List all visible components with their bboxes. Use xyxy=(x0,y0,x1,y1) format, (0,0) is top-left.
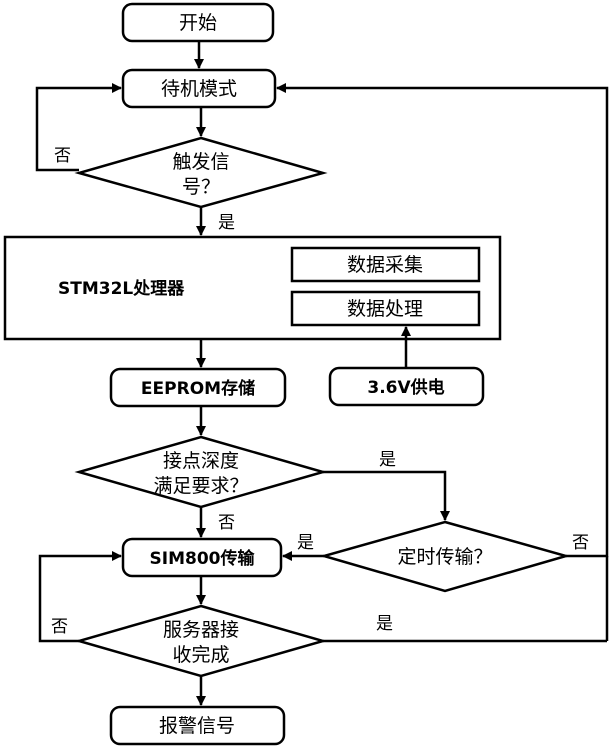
data-process-box xyxy=(290,290,481,327)
server-label-line2: 收完成 xyxy=(172,644,229,666)
trigger-label-line2: 号？ xyxy=(182,176,220,198)
processor-label: STM32L处理器 xyxy=(58,278,185,299)
depth-label-line1: 接点深度 xyxy=(163,450,239,472)
depth-label-line2: 满足要求？ xyxy=(153,475,248,497)
data-collect-box xyxy=(290,246,481,283)
alarm-label: 报警信号 xyxy=(159,715,235,737)
timed-transfer-label: 定时传输？ xyxy=(397,546,492,568)
label-server-no: 否 xyxy=(51,617,68,637)
label-server-yes: 是 xyxy=(376,614,393,634)
data-collect-label: 数据采集 xyxy=(347,254,423,276)
connector-timed-no-standby xyxy=(276,83,609,558)
label-trigger-no: 否 xyxy=(54,146,71,166)
timed-transfer-decision xyxy=(319,520,571,593)
eeprom-node xyxy=(109,367,287,408)
server-label-line1: 服务器接 xyxy=(163,619,239,641)
standby-node xyxy=(121,68,277,109)
connector-trigger-no-loop xyxy=(35,83,122,172)
sim800-label: SIM800传输 xyxy=(150,548,256,569)
alarm-node xyxy=(109,705,286,746)
label-timed-no: 否 xyxy=(572,533,589,553)
data-process-label: 数据处理 xyxy=(347,298,423,320)
connector-depth-yes-timed xyxy=(323,470,450,521)
label-depth-no: 否 xyxy=(218,513,235,533)
connector-server-no-loop xyxy=(38,551,122,643)
label-depth-yes: 是 xyxy=(379,450,396,470)
standby-label: 待机模式 xyxy=(161,78,237,100)
power-label: 3.6V供电 xyxy=(367,377,444,398)
start-label: 开始 xyxy=(179,12,217,34)
trigger-label-line1: 触发信 xyxy=(172,151,229,173)
eeprom-label: EEPROM存储 xyxy=(141,378,255,399)
label-trigger-yes: 是 xyxy=(218,213,235,233)
label-timed-yes: 是 xyxy=(297,533,314,553)
